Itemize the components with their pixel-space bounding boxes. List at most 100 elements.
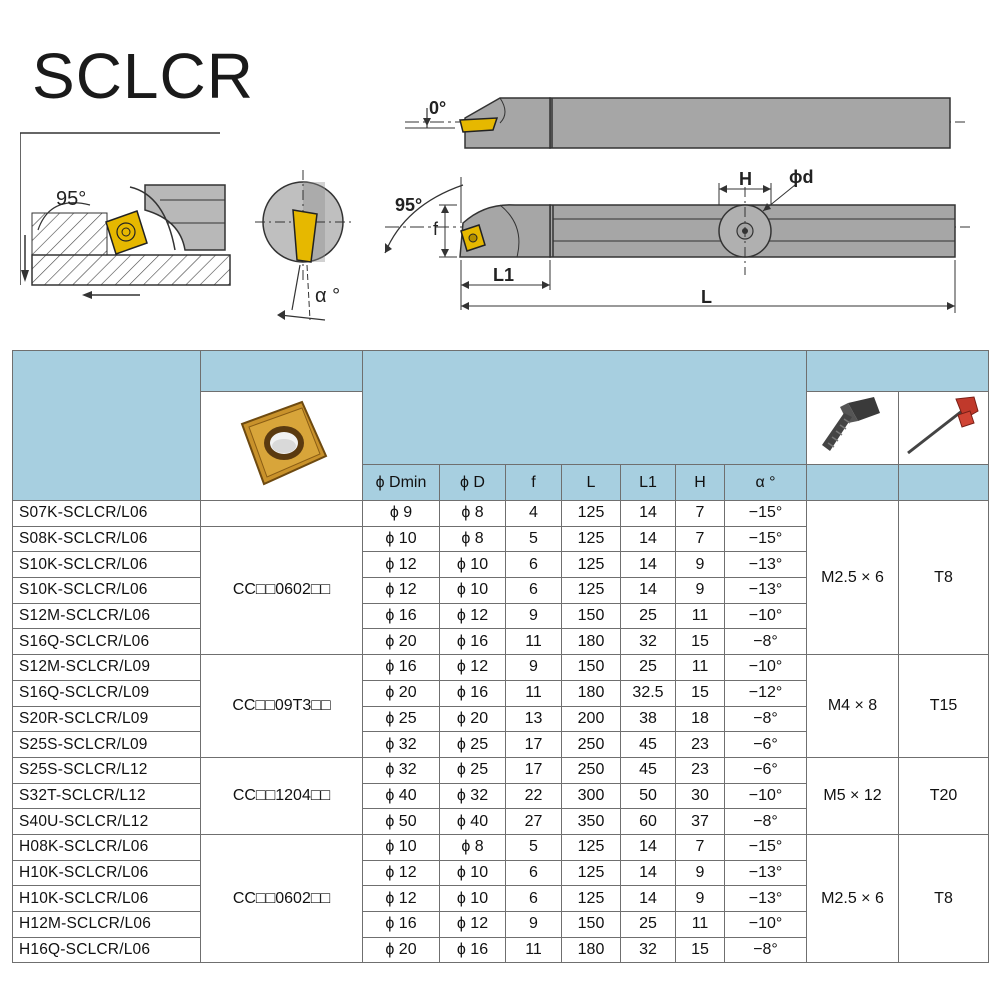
dim-label-H: H	[739, 169, 752, 189]
dmin-cell: ϕ 10	[362, 525, 440, 553]
L-cell: 180	[561, 936, 621, 964]
dmin-cell: ϕ 32	[362, 731, 440, 758]
H-cell: 15	[675, 936, 725, 964]
L1-cell: 14	[620, 885, 676, 912]
dmin-cell: ϕ 25	[362, 705, 440, 733]
f-cell: 17	[505, 731, 562, 758]
table-header-row-2	[13, 390, 990, 501]
L-cell: 300	[561, 782, 621, 810]
L1-cell: 14	[620, 551, 676, 579]
L-cell: 125	[561, 885, 621, 912]
H-cell: 7	[675, 525, 725, 553]
torx-key-icon	[906, 396, 979, 454]
insert-code-cell: CC□□1204□□	[200, 756, 363, 835]
alpha-cell: −15°	[723, 833, 808, 861]
L1-cell: 60	[620, 808, 676, 835]
d-cell: ϕ 12	[439, 911, 506, 938]
dmin-cell: ϕ 50	[362, 808, 440, 835]
model-cell: H10K-SCLCR/L06	[12, 859, 201, 887]
L1-cell: 25	[620, 654, 676, 681]
L-cell: 200	[561, 705, 621, 733]
dmin-cell: ϕ 32	[362, 756, 440, 784]
dmin-cell: ϕ 12	[362, 885, 440, 912]
d-cell: ϕ 25	[439, 756, 506, 784]
L-cell: 180	[561, 679, 621, 707]
f-cell: 11	[505, 628, 562, 656]
L1-cell: 14	[620, 525, 676, 553]
insert-icon	[460, 224, 486, 252]
dmin-cell: ϕ 40	[362, 782, 440, 810]
model-cell: H08K-SCLCR/L06	[12, 833, 201, 861]
L1-cell: 45	[620, 756, 676, 784]
L-cell: 250	[561, 756, 621, 784]
d-cell: ϕ 16	[439, 628, 506, 656]
f-cell: 11	[505, 936, 562, 964]
L-cell: 150	[561, 602, 621, 630]
model-cell: S25S-SCLCR/L09	[12, 731, 201, 758]
insert-code-cell: CC□□0602□□	[200, 833, 363, 964]
key-size-cell: T15	[898, 654, 990, 758]
model-cell: S10K-SCLCR/L06	[12, 577, 201, 604]
insert-code-cell: CC□□0602□□	[200, 525, 363, 656]
model-cell: S10K-SCLCR/L06	[12, 551, 201, 579]
H-cell: 23	[675, 731, 725, 758]
model-cell: S12M-SCLCR/L09	[12, 654, 201, 681]
col-header-d: ϕ D	[439, 464, 506, 501]
f-cell: 5	[505, 525, 562, 553]
L1-cell: 32.5	[620, 679, 676, 707]
H-cell: 7	[675, 500, 725, 527]
L1-cell: 25	[620, 602, 676, 630]
f-cell: 6	[505, 859, 562, 887]
d-cell: ϕ 8	[439, 525, 506, 553]
L-cell: 125	[561, 500, 621, 527]
dim-label-L1: L1	[493, 265, 514, 285]
dmin-cell: ϕ 20	[362, 628, 440, 656]
screw-icon	[821, 396, 880, 451]
H-cell: 9	[675, 885, 725, 912]
f-cell: 6	[505, 885, 562, 912]
insert-header-cell	[200, 350, 363, 392]
alpha-cell: −15°	[723, 500, 808, 527]
col-header-L: L	[561, 464, 621, 501]
H-cell: 9	[675, 577, 725, 604]
insert-icon	[292, 209, 318, 263]
insert-code-cell: CC□□09T3□□	[200, 654, 363, 758]
f-cell: 22	[505, 782, 562, 810]
f-cell: 9	[505, 654, 562, 681]
d-cell: ϕ 12	[439, 602, 506, 630]
f-cell: 4	[505, 500, 562, 527]
L-cell: 125	[561, 833, 621, 861]
model-cell: S32T-SCLCR/L12	[12, 782, 201, 810]
dim-label-L: L	[701, 287, 712, 307]
dmin-cell: ϕ 9	[362, 500, 440, 527]
model-cell: S07K-SCLCR/L06	[12, 500, 201, 527]
dim-label-f: f	[433, 219, 439, 239]
insert-image-cell	[200, 391, 363, 501]
alpha-cell: −10°	[723, 911, 808, 938]
L1-cell: 38	[620, 705, 676, 733]
L1-cell: 25	[620, 911, 676, 938]
d-cell: ϕ 20	[439, 705, 506, 733]
d-cell: ϕ 16	[439, 679, 506, 707]
L1-cell: 14	[620, 500, 676, 527]
table-header-row-1	[12, 349, 990, 501]
d-cell: ϕ 16	[439, 936, 506, 964]
d-cell: ϕ 10	[439, 885, 506, 912]
L-cell: 350	[561, 808, 621, 835]
L1-cell: 14	[620, 859, 676, 887]
d-cell: ϕ 10	[439, 859, 506, 887]
insert-code-cell	[200, 500, 363, 527]
dmin-cell: ϕ 16	[362, 654, 440, 681]
f-cell: 9	[505, 602, 562, 630]
H-cell: 15	[675, 679, 725, 707]
insert-icon	[459, 117, 499, 133]
col-header-L1: L1	[620, 464, 676, 501]
alpha-cell: −13°	[723, 859, 808, 887]
